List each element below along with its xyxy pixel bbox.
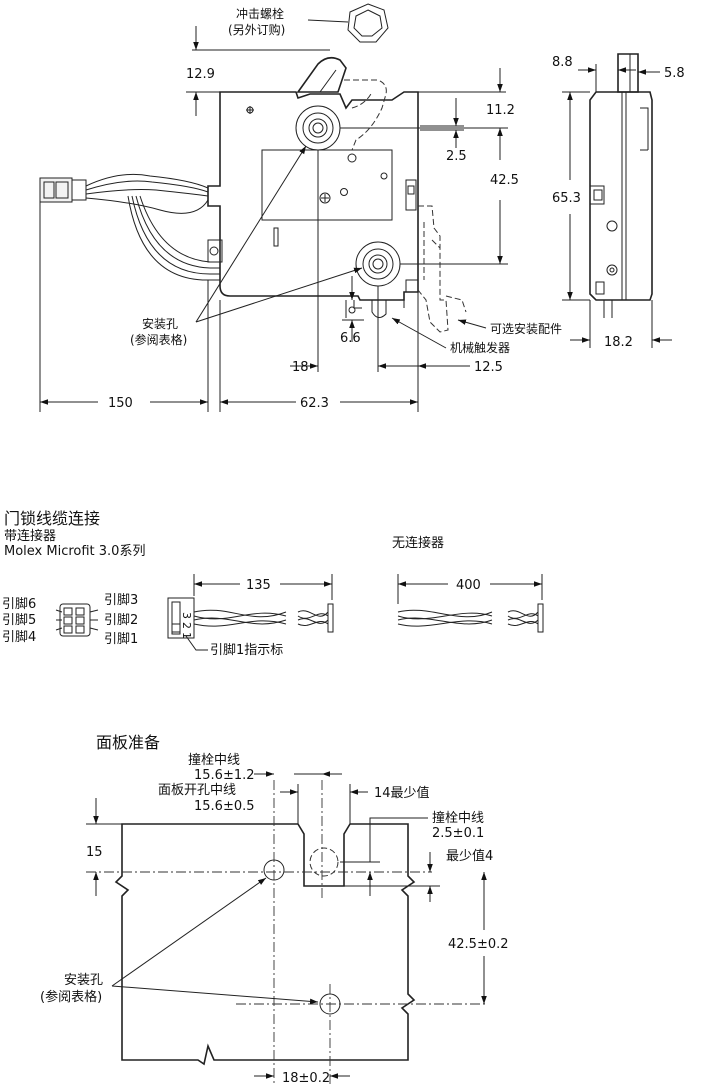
dim-2-5: 2.5	[446, 149, 467, 164]
mechanical-trigger	[371, 300, 387, 318]
side-view-dimensions: 8.8 5.8 65.3 18.2	[552, 54, 685, 350]
bottom-mount-hole	[355, 241, 401, 287]
dim-400: 400	[456, 578, 481, 593]
lock-body-outline	[207, 91, 419, 301]
dim-18-tol: 18±0.2	[282, 1071, 330, 1086]
pin6-label: 引脚6	[2, 596, 36, 612]
dim-42-5-tol: 42.5±0.2	[448, 937, 509, 952]
latch-bolt	[296, 56, 347, 93]
top-view-dimensions: 12.9 11.2 2.5 42.5 6.6 18	[39, 26, 519, 412]
no-connector-wires: 400	[397, 574, 544, 633]
pin3-label: 引脚3	[104, 592, 138, 608]
strike-center2-tol: 2.5±0.1	[432, 826, 484, 841]
panel-outline	[114, 823, 416, 1066]
pin4-label: 引脚4	[2, 629, 36, 645]
strike-center-tol: 15.6±1.2	[194, 768, 255, 783]
panel-centerlines	[86, 780, 486, 1086]
sold-separately-label: (另外订购)	[228, 22, 285, 37]
lock-side-view	[589, 53, 653, 318]
panel-mount-hole-label: 安装孔	[64, 973, 103, 988]
lock-top-view	[207, 56, 467, 333]
pin2-label: 引脚2	[104, 612, 138, 628]
molex-label: Molex Microfit 3.0系列	[4, 544, 145, 559]
strike-center-label: 撞栓中线	[188, 753, 240, 768]
optional-fitting-label: 可选安装配件	[490, 321, 562, 336]
dim-12-9: 12.9	[186, 67, 215, 82]
dim-150: 150	[108, 396, 133, 411]
dim-12-5: 12.5	[474, 360, 503, 375]
see-table-label: (参阅表格)	[130, 332, 187, 347]
dim-135-group: 135	[193, 574, 333, 600]
panel-title: 面板准备	[96, 733, 160, 752]
dim-8-8: 8.8	[552, 55, 573, 70]
dim-65-3: 65.3	[552, 191, 581, 206]
pin5-label: 引脚5	[2, 612, 36, 628]
strike-center2-label: 撞栓中线	[432, 811, 484, 826]
dim-62-3: 62.3	[300, 396, 329, 411]
optional-fitting-dashed	[417, 205, 449, 333]
svg-text:1: 1	[180, 632, 193, 639]
top-mount-hole	[295, 105, 341, 151]
top-view-leaders: 安装孔 (参阅表格) 可选安装配件 机械触发器	[130, 145, 562, 355]
dim-18: 18	[292, 360, 309, 375]
dim-42-5: 42.5	[490, 173, 519, 188]
min-4-label: 最少值4	[446, 848, 493, 864]
dim-135: 135	[246, 578, 271, 593]
dim-5-8: 5.8	[664, 66, 685, 81]
dim-6-6: 6.6	[340, 331, 361, 346]
pin1-indicator-label: 引脚1指示标	[210, 642, 283, 658]
wiring-title: 门锁线缆连接	[4, 509, 100, 528]
panel-see-table-label: (参阅表格)	[40, 989, 102, 1005]
dim-18-2: 18.2	[604, 335, 633, 350]
panel-leaders: 安装孔 (参阅表格)	[40, 877, 319, 1005]
with-connector-label: 带连接器	[4, 528, 56, 544]
dim-11-2: 11.2	[486, 103, 515, 118]
without-connector-label: 无连接器	[392, 535, 444, 551]
pin1-label: 引脚1	[104, 631, 138, 647]
mech-trigger-label: 机械触发器	[450, 340, 510, 355]
dim-15: 15	[86, 845, 103, 860]
connector-face	[55, 603, 99, 637]
panel-dimensions: 15 撞栓中线 15.6±1.2 面板开孔中线 15.6±0.5 14最少值 撞…	[86, 753, 509, 1086]
svg-text:3: 3	[180, 612, 193, 619]
svg-text:2: 2	[180, 622, 193, 629]
connector-side: 3 2 1	[167, 597, 334, 639]
impact-bolt-hex	[347, 3, 389, 43]
bolt-dashed-position	[344, 79, 387, 151]
panel-hole-tol: 15.6±0.5	[194, 799, 255, 814]
inner-plate	[261, 149, 393, 221]
mount-hole-label: 安装孔	[142, 316, 178, 331]
impact-bolt-label: 冲击螺栓	[236, 6, 284, 21]
wire-harness	[39, 173, 220, 281]
panel-hole-center-label: 面板开孔中线	[158, 783, 236, 798]
min-14-label: 14最少值	[374, 785, 430, 801]
